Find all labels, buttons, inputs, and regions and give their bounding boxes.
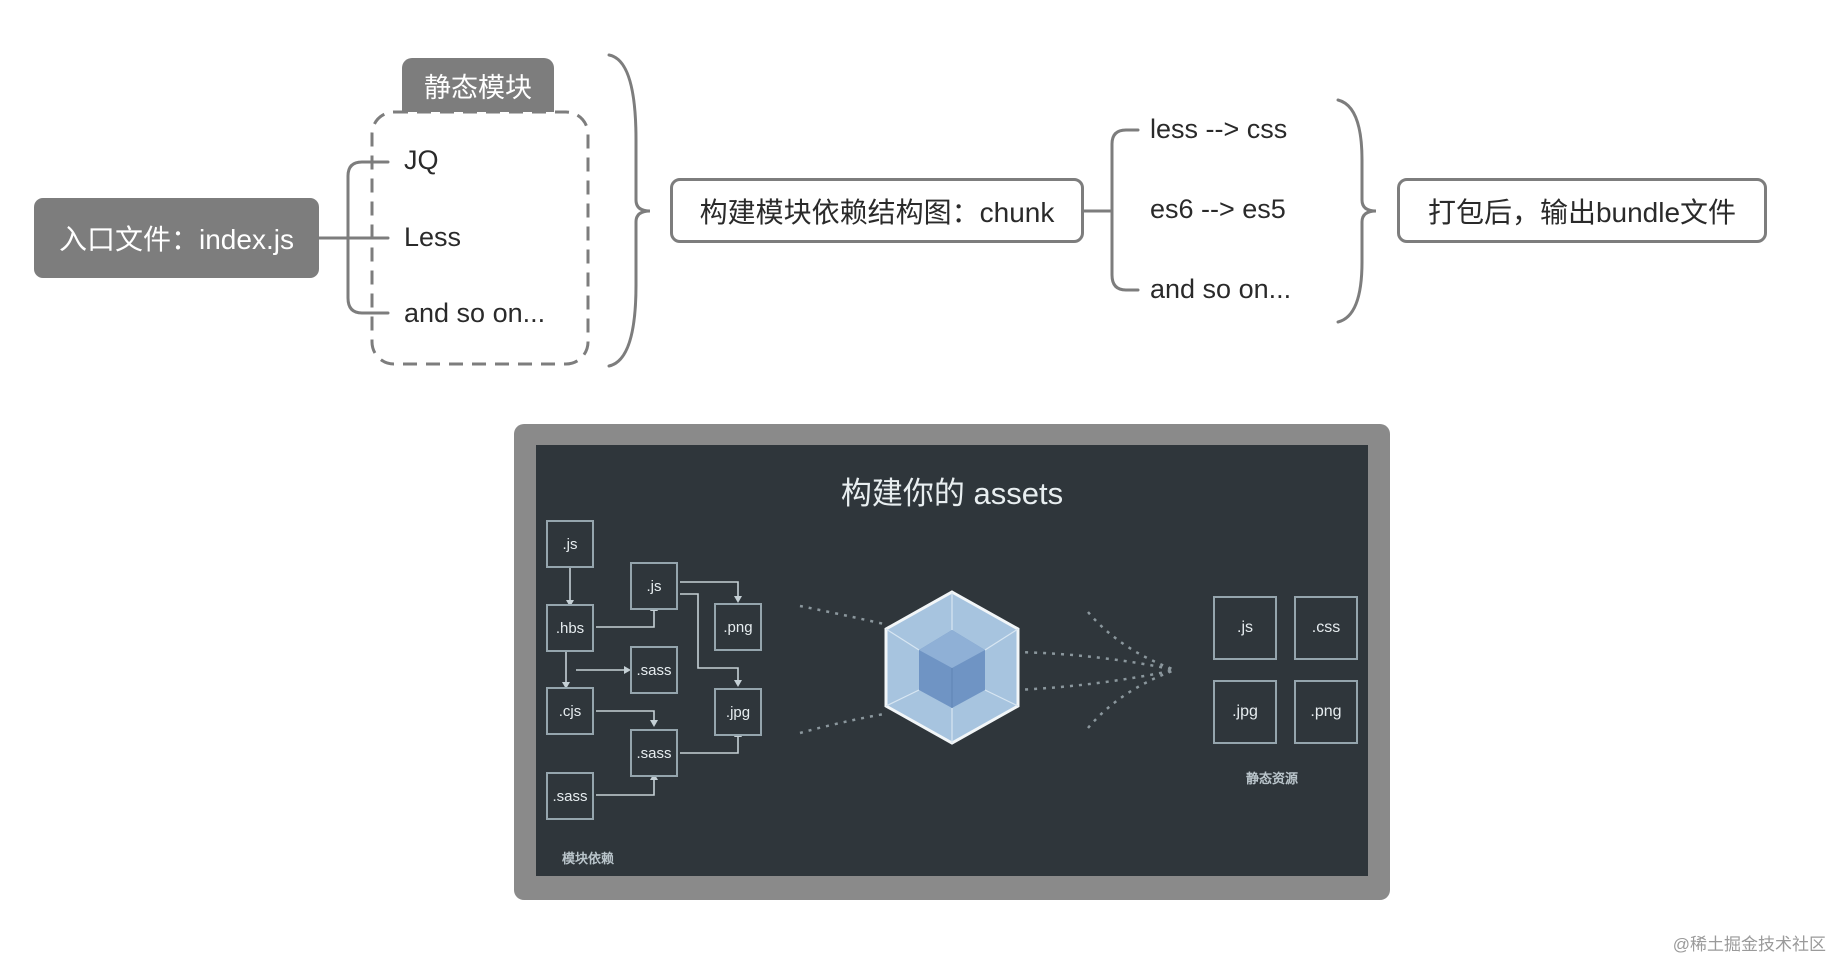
- static-item-more: and so on...: [404, 298, 546, 328]
- asset-node-css: .css: [1294, 596, 1358, 660]
- dep-node-sass-lower: .sass: [630, 729, 678, 777]
- watermark: @稀土掘金技术社区: [1672, 935, 1826, 954]
- asset-node-jpg: .jpg: [1213, 680, 1277, 744]
- transform-more: and so on...: [1150, 274, 1292, 304]
- dep-node-hbs: .hbs: [546, 604, 594, 652]
- dep-node-jpg: .jpg: [714, 688, 762, 736]
- assets-caption: 静态资源: [1246, 771, 1299, 786]
- entry-node: 入口文件：index.js: [34, 198, 319, 278]
- illustration-title: 构建你的 assets: [840, 476, 1064, 511]
- dep-node-sass-bottom: .sass: [546, 772, 594, 820]
- static-module-tab: 静态模块: [402, 58, 554, 112]
- dep-node-cjs: .cjs: [546, 687, 594, 735]
- static-item-jq: JQ: [404, 145, 439, 175]
- chunk-node: 构建模块依赖结构图：chunk: [670, 178, 1084, 243]
- asset-node-png: .png: [1294, 680, 1358, 744]
- dep-node-png: .png: [714, 603, 762, 651]
- transform-es6-es5: es6 --> es5: [1150, 194, 1286, 224]
- deps-caption: 模块依赖: [562, 851, 615, 866]
- transform-less-css: less --> css: [1150, 114, 1288, 144]
- bundle-node: 打包后，输出bundle文件: [1397, 178, 1767, 243]
- dep-node-sass-upper: .sass: [630, 646, 678, 694]
- asset-node-js: .js: [1213, 596, 1277, 660]
- dep-node-js-mid: .js: [630, 562, 678, 610]
- dep-node-js-top: .js: [546, 520, 594, 568]
- static-item-less: Less: [404, 222, 462, 252]
